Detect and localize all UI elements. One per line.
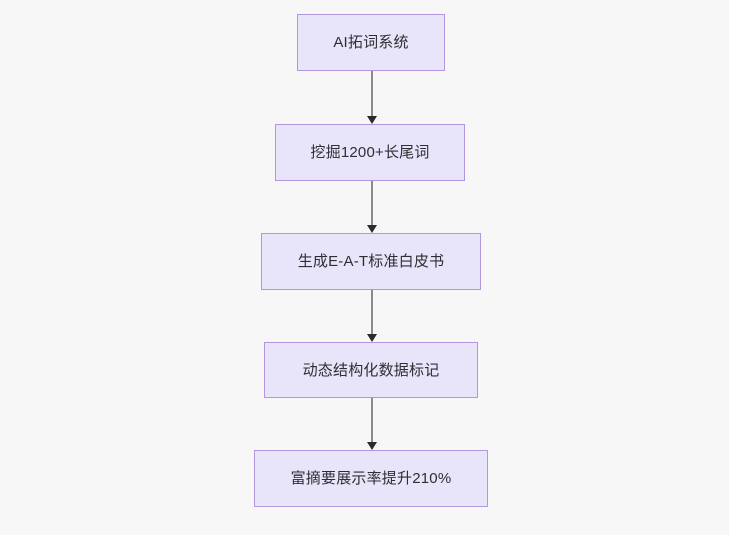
flow-node-ai-keyword-system[interactable]: AI拓词系统 bbox=[297, 14, 445, 71]
flow-arrowhead-icon bbox=[367, 225, 377, 233]
flow-node-dynamic-structured-data-markup[interactable]: 动态结构化数据标记 bbox=[264, 342, 478, 398]
flow-arrowhead-icon bbox=[367, 334, 377, 342]
flow-edge-line bbox=[371, 398, 373, 443]
flow-edge-line bbox=[371, 290, 373, 335]
flow-node-rich-snippet-impression-lift[interactable]: 富摘要展示率提升210% bbox=[254, 450, 488, 507]
flow-node-label: 动态结构化数据标记 bbox=[302, 361, 440, 379]
flow-node-generate-eat-whitepaper[interactable]: 生成E-A-T标准白皮书 bbox=[261, 233, 481, 290]
flow-arrowhead-icon bbox=[367, 442, 377, 450]
flow-node-label: 富摘要展示率提升210% bbox=[290, 470, 452, 487]
flow-node-mine-longtail-keywords[interactable]: 挖掘1200+长尾词 bbox=[275, 124, 465, 181]
flow-node-label: 挖掘1200+长尾词 bbox=[310, 144, 430, 161]
flow-arrowhead-icon bbox=[367, 116, 377, 124]
flow-node-label: 生成E-A-T标准白皮书 bbox=[297, 253, 445, 270]
flow-node-label: AI拓词系统 bbox=[333, 34, 409, 51]
flow-edge-line bbox=[371, 181, 373, 226]
flow-edge-line bbox=[371, 71, 373, 117]
